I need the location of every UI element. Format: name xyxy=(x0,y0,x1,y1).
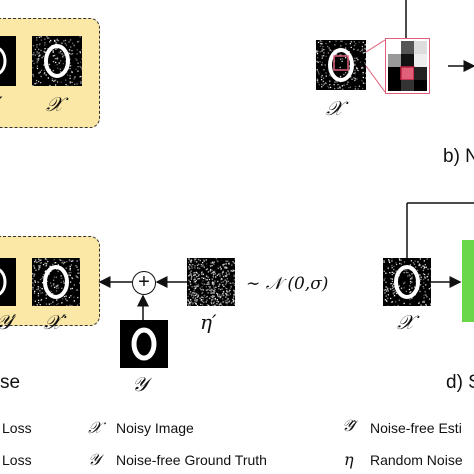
plus-symbol: + xyxy=(138,271,150,293)
caption-d: d) S xyxy=(446,372,474,393)
legend-text-ground-truth: Noise-free Ground Truth xyxy=(116,452,267,468)
clean-digit-image xyxy=(120,320,168,368)
label-noisy-image-x: 𝒳 xyxy=(46,92,64,116)
legend-symbol-noisy-image: 𝒳 xyxy=(88,418,102,437)
noisy-digit-image-partial xyxy=(0,36,16,86)
label-ground-truth-y: 𝒴 xyxy=(132,372,148,396)
legend-text-noisy-image: Noisy Image xyxy=(116,420,194,436)
label-x-prime: 𝒳′ xyxy=(44,310,66,334)
legend-symbol-ground-truth: 𝒴 xyxy=(88,450,101,469)
zoomed-patch-grid xyxy=(384,37,431,95)
target-digit-partial xyxy=(0,258,16,306)
legend-text-estimate: Noise-free Esti xyxy=(370,420,462,436)
legend-symbol-estimate: 𝒴̂ xyxy=(342,416,355,435)
caption-b: b) N xyxy=(443,146,474,167)
label-eta-prime: η′ xyxy=(200,310,217,334)
label-noisy-image-x-bottom: 𝒳 xyxy=(397,310,415,334)
random-noise-image xyxy=(187,258,235,306)
label-noisy-image-x-right: 𝒳 xyxy=(326,96,344,120)
caption-c: se xyxy=(0,372,21,393)
noisy-digit-image xyxy=(32,36,82,86)
legend-text-noise: Random Noise xyxy=(370,452,463,468)
label-partial: ′ xyxy=(0,92,3,116)
legend-text-1: Loss xyxy=(2,420,32,436)
noisy-input-image xyxy=(316,40,366,90)
renoised-digit-image xyxy=(32,258,80,306)
legend-symbol-noise: η xyxy=(344,450,354,469)
network-block xyxy=(462,240,474,322)
noisy-input-image-bottom xyxy=(383,258,431,306)
label-y-prime: 𝒴′ xyxy=(0,310,17,334)
legend-text-2: Loss xyxy=(2,452,32,468)
noise-distribution-label: ∼ 𝒩 (0,σ) xyxy=(246,274,329,294)
